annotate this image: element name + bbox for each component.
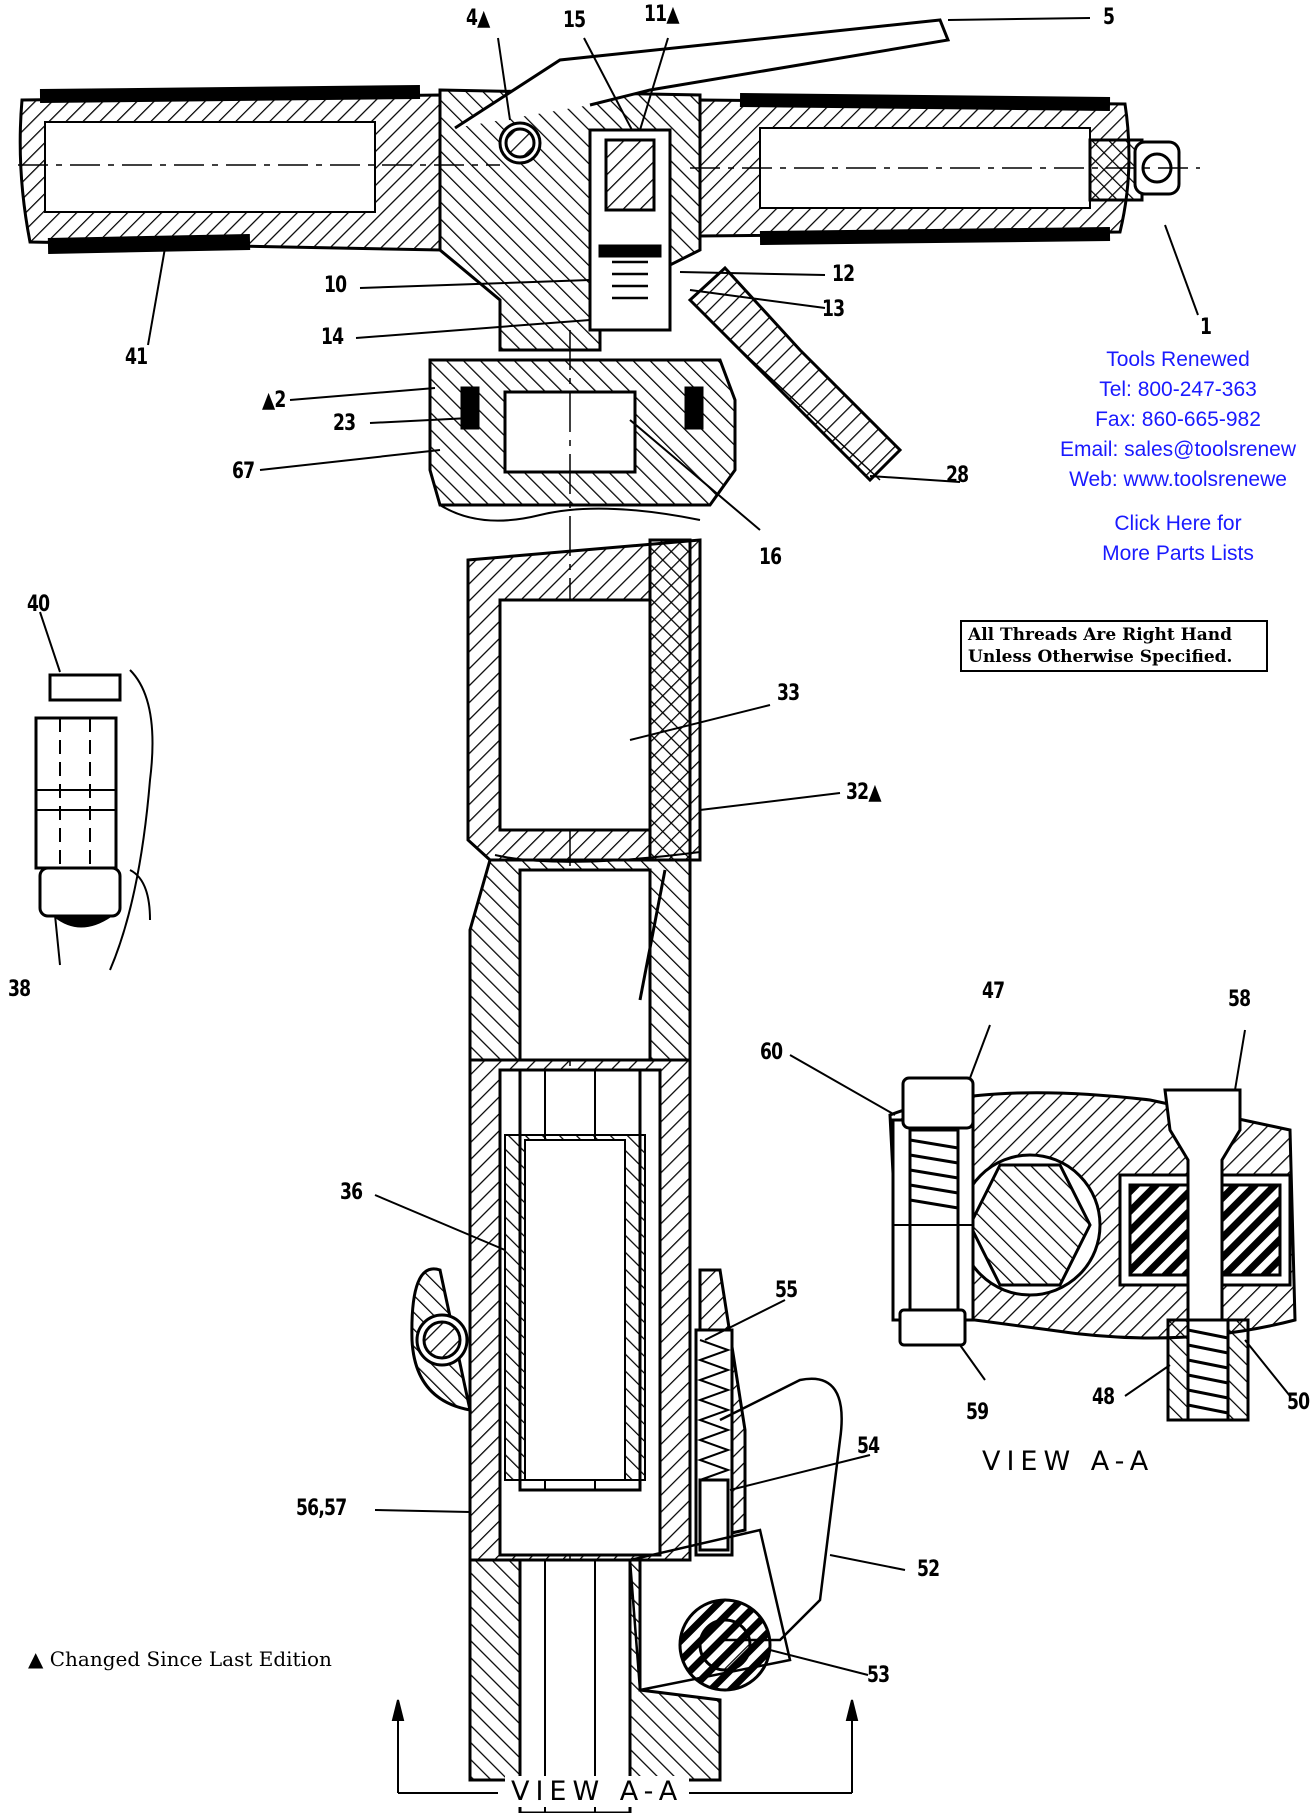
thread-note-line2: Unless Otherwise Specified. (968, 647, 1233, 667)
callout-41: 41 (125, 345, 148, 370)
callout-13: 13 (822, 297, 845, 322)
cylinder-barrel (466, 538, 702, 1562)
view-aa-detail-title: VIEW A-A (976, 1446, 1161, 1477)
callout-58: 58 (1228, 987, 1251, 1012)
contact-company: Tools Renewed (1106, 348, 1250, 371)
callout-54: 54 (857, 1434, 880, 1459)
section-arrows (391, 1699, 859, 1794)
callout-28: 28 (946, 463, 969, 488)
callout-5: 5 (1103, 5, 1115, 30)
callout-2: ▲2 (262, 388, 286, 413)
callout-40: 40 (27, 592, 50, 617)
callout-1: 1 (1200, 315, 1212, 340)
contact-fax: Fax: 860-665-982 (1095, 408, 1261, 431)
callout-12: 12 (832, 262, 855, 287)
callout-55: 55 (775, 1278, 798, 1303)
callout-16: 16 (759, 545, 782, 570)
callout-14: 14 (321, 325, 344, 350)
callout-4: 4▲ (466, 6, 490, 31)
more-parts-link-line2[interactable]: More Parts Lists (1102, 542, 1254, 565)
callout-32: 32▲ (846, 780, 882, 805)
callout-59: 59 (966, 1400, 989, 1425)
callout-23: 23 (333, 411, 356, 436)
view-aa-detail (888, 1076, 1297, 1422)
leader-lines (39, 17, 1291, 1676)
thread-note-line1: All Threads Are Right Hand (968, 625, 1233, 645)
tool-shank (468, 1558, 722, 1813)
changed-since-last-edition-legend: ▲ Changed Since Last Edition (28, 1647, 332, 1671)
callout-11: 11▲ (644, 2, 680, 27)
callout-33: 33 (777, 681, 800, 706)
callout-36: 36 (340, 1180, 363, 1205)
callout-50: 50 (1287, 1390, 1310, 1415)
callout-56-57: 56,57 (296, 1496, 347, 1521)
callout-47: 47 (982, 979, 1005, 1004)
callout-38: 38 (8, 977, 31, 1002)
callout-53: 53 (867, 1663, 890, 1688)
bolt-detail-left (34, 669, 154, 971)
callout-15: 15 (563, 8, 586, 33)
contact-web[interactable]: Web: www.toolsrenewe (1069, 468, 1287, 491)
callout-48: 48 (1092, 1385, 1115, 1410)
thread-note: All Threads Are Right Hand Unless Otherw… (960, 620, 1268, 672)
callout-67: 67 (232, 459, 255, 484)
contact-tel: Tel: 800-247-363 (1099, 378, 1257, 401)
contact-email[interactable]: Email: sales@toolsrenew (1059, 438, 1297, 461)
callout-10: 10 (324, 273, 347, 298)
head-block (428, 330, 737, 1813)
contact-block: Tools Renewed Tel: 800-247-363 Fax: 860-… (1043, 345, 1313, 569)
callout-60: 60 (760, 1040, 783, 1065)
callout-52: 52 (917, 1557, 940, 1582)
more-parts-link-line1[interactable]: Click Here for (1114, 512, 1242, 535)
view-aa-section-title: VIEW A-A (505, 1776, 690, 1807)
handle-assembly (18, 18, 1200, 483)
